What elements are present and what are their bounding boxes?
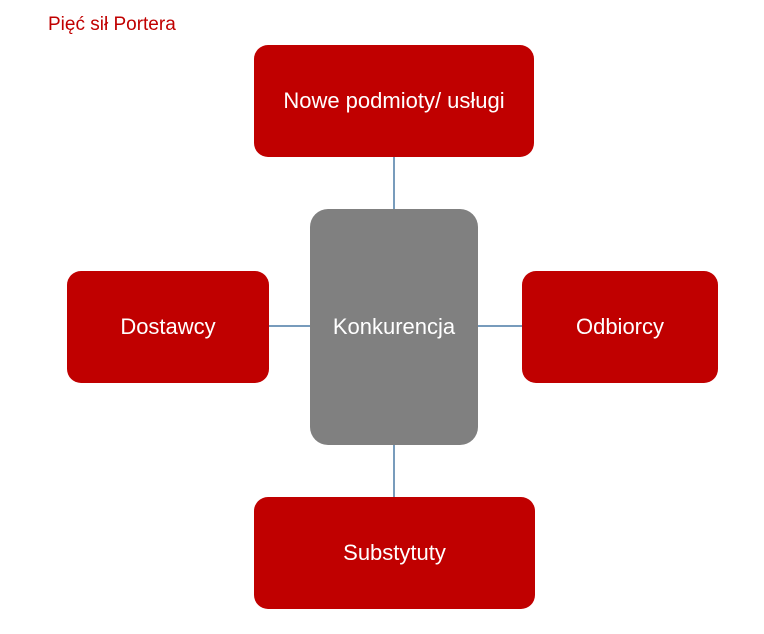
node-substitutes-label: Substytuty xyxy=(343,540,446,565)
node-new-entrants: Nowe podmioty/ usługi xyxy=(254,45,534,157)
node-suppliers: Dostawcy xyxy=(67,271,269,383)
node-buyers-label: Odbiorcy xyxy=(575,314,665,339)
node-competition: Konkurencja xyxy=(310,209,478,445)
node-buyers: Odbiorcy xyxy=(522,271,718,383)
node-competition-label: Konkurencja xyxy=(332,314,456,339)
node-substitutes: Substytuty xyxy=(254,497,535,609)
node-suppliers-label: Dostawcy xyxy=(120,314,216,339)
diagram-title: Pięć sił Portera xyxy=(48,14,176,35)
node-new-entrants-label: Nowe podmioty/ usługi xyxy=(283,88,505,113)
